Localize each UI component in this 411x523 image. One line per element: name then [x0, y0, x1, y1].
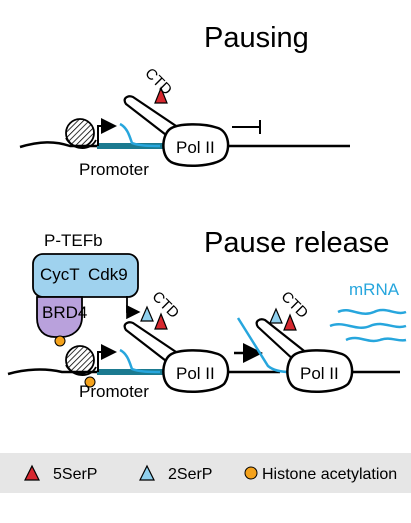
brd4-protein: BRD4: [36, 296, 87, 347]
legend-2serp-icon: [139, 464, 155, 481]
legend-acetylation-icon: [244, 466, 258, 480]
5serp-marker-icon-3: [283, 313, 297, 331]
legend-acetylation-label: Histone acetylation: [262, 466, 397, 483]
mrna-label: mRNA: [349, 280, 400, 299]
ctd-label-3: CTD: [278, 288, 312, 322]
cdk9-label: Cdk9: [88, 265, 128, 284]
legend: 5SerP 2SerP Histone acetylation: [0, 453, 411, 493]
nucleosome-icon-2: [65, 345, 97, 388]
pausing-title: Pausing: [204, 22, 309, 54]
brd4-acetylation-icon: [54, 335, 66, 347]
2serp-marker-icon-2: [269, 307, 283, 324]
pol-ii-body-3: [286, 349, 354, 393]
tss-arrow-icon: [97, 118, 117, 146]
legend-5serp-icon: [24, 464, 40, 481]
pol-ii-label-3: Pol II: [300, 364, 339, 383]
nucleosome-icon: [65, 118, 97, 149]
nascent-rna-2: [119, 348, 161, 374]
ctd-tail-2: [123, 321, 183, 365]
elongating-rna: [236, 317, 291, 374]
pol-ii-label: Pol II: [176, 138, 215, 157]
pol-ii-body: [162, 123, 230, 167]
dna-strand: [19, 141, 350, 149]
5serp-marker-icon: [154, 86, 168, 104]
dna-strand-2: [7, 368, 400, 376]
histone-acetylation-icon: [84, 376, 96, 388]
pausing-panel: Pausing Pol II CTD Promoter: [19, 22, 350, 179]
tss-arrow-icon-2: [97, 344, 117, 372]
pause-block-icon: [232, 120, 261, 134]
legend-2serp-label: 2SerP: [168, 466, 212, 483]
promoter-label: Promoter: [79, 160, 149, 179]
promoter-region: [97, 143, 165, 149]
brd4-label: BRD4: [42, 303, 87, 322]
ptefb-label: P-TEFb: [44, 231, 103, 250]
release-panel: Pause release P-TEFb CycT Cdk9 BRD4: [7, 227, 407, 401]
nascent-rna: [119, 122, 161, 148]
release-title: Pause release: [204, 227, 389, 259]
mrna-strands: [329, 308, 407, 343]
ptefb-complex: CycT Cdk9: [32, 253, 139, 298]
2serp-marker-icon: [140, 305, 154, 322]
phosphorylation-arrow-icon: [126, 296, 141, 320]
ctd-label-2: CTD: [149, 288, 183, 322]
cyct-label: CycT: [40, 265, 80, 284]
ctd-label: CTD: [141, 65, 175, 99]
5serp-marker-icon-2: [154, 312, 168, 330]
promoter-label-2: Promoter: [79, 382, 149, 401]
ctd-tail: [123, 95, 183, 139]
promoter-region-2: [97, 369, 165, 375]
pol-ii-label-2: Pol II: [176, 364, 215, 383]
ctd-tail-3: [255, 318, 309, 363]
pol-ii-body-2: [162, 349, 230, 393]
legend-5serp-label: 5SerP: [53, 466, 97, 483]
